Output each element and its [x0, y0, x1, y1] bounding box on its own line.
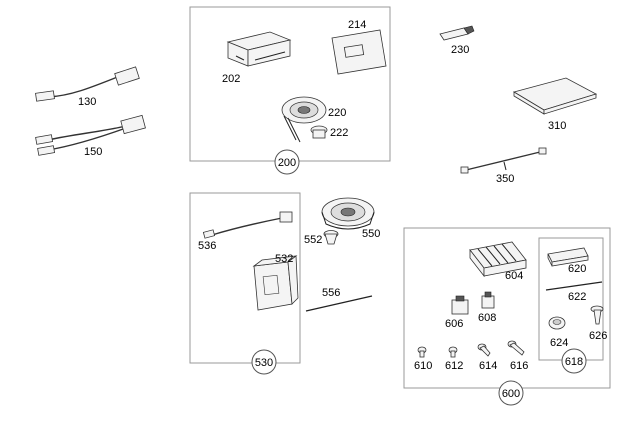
part-624-clip	[548, 316, 566, 330]
label-536: 536	[198, 240, 216, 252]
label-608: 608	[478, 312, 496, 324]
part-556-tape	[305, 295, 373, 312]
part-622-tape	[545, 281, 603, 291]
label-610: 610	[414, 360, 432, 372]
label-626: 626	[589, 330, 607, 342]
label-612: 612	[445, 360, 463, 372]
part-550-speaker	[321, 197, 375, 230]
label-group-200: 200	[278, 157, 296, 169]
part-606-plug	[451, 295, 469, 315]
label-532: 532	[275, 253, 293, 265]
label-624: 624	[550, 337, 568, 349]
label-group-600: 600	[502, 388, 520, 400]
part-620-module	[547, 247, 589, 267]
label-310: 310	[548, 120, 566, 132]
part-610-screw	[417, 346, 427, 358]
label-614: 614	[479, 360, 497, 372]
label-130: 130	[78, 96, 96, 108]
part-222-clip	[310, 125, 328, 139]
part-604-connector-block	[469, 241, 527, 278]
part-150-cable	[35, 114, 146, 156]
part-202-module	[226, 31, 292, 67]
label-350: 350	[496, 173, 514, 185]
label-220: 220	[328, 107, 346, 119]
part-214-booklet	[331, 29, 387, 75]
label-604: 604	[505, 270, 523, 282]
part-626-rivet	[590, 305, 604, 325]
label-222: 222	[330, 127, 348, 139]
label-552: 552	[304, 234, 322, 246]
label-550: 550	[362, 228, 380, 240]
part-616-bolt	[507, 340, 525, 356]
label-group-530: 530	[255, 357, 273, 369]
part-612-screw	[448, 346, 458, 358]
label-622: 622	[568, 291, 586, 303]
group-badge-600: 600	[498, 380, 524, 406]
label-606: 606	[445, 318, 463, 330]
part-552-clip	[323, 230, 339, 245]
leader-350	[503, 161, 507, 171]
part-614-bolt	[477, 343, 491, 357]
part-536-cable	[202, 211, 293, 239]
label-620: 620	[568, 263, 586, 275]
group-badge-200: 200	[274, 149, 300, 175]
label-556: 556	[322, 287, 340, 299]
part-220-speaker	[281, 96, 327, 143]
label-230: 230	[451, 44, 469, 56]
label-group-618: 618	[565, 356, 583, 368]
label-214: 214	[348, 19, 366, 31]
group-badge-618: 618	[561, 348, 587, 374]
group-badge-530: 530	[251, 349, 277, 375]
part-608-plug	[481, 291, 495, 309]
part-230-usb-stick	[439, 25, 475, 41]
part-310-pad	[512, 77, 598, 115]
label-150: 150	[84, 146, 102, 158]
label-616: 616	[510, 360, 528, 372]
group-box-530	[189, 192, 301, 364]
part-532-control-unit	[252, 255, 299, 311]
label-202: 202	[222, 73, 240, 85]
part-130-cable	[35, 66, 140, 102]
part-350-cable	[460, 147, 547, 174]
